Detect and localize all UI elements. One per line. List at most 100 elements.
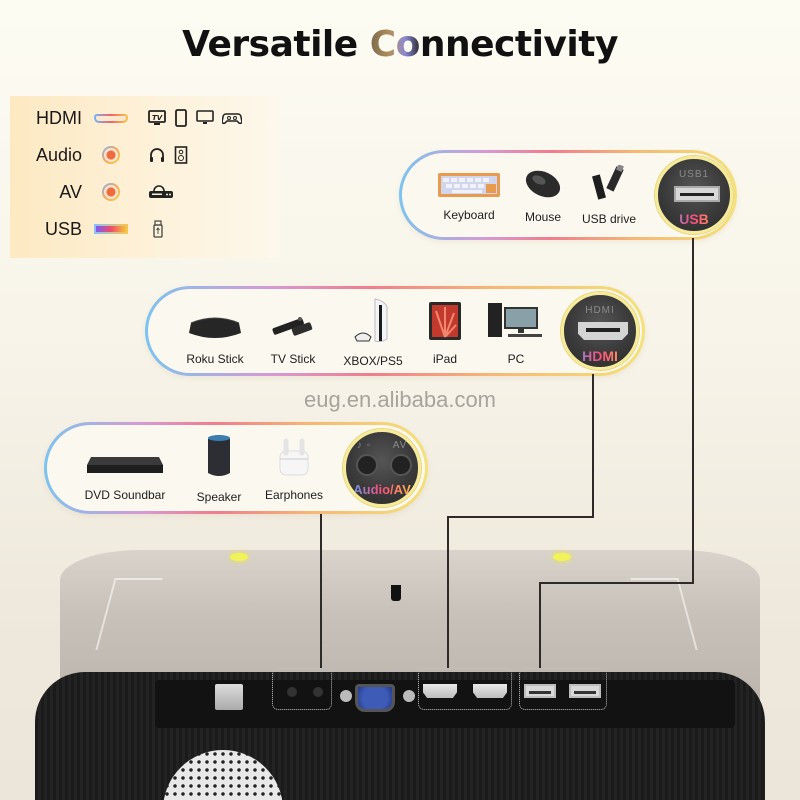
hdmi-port-2[interactable] [473,684,507,698]
usb-port-icon [90,224,132,234]
connector-usb-down [539,582,541,668]
title-prefix: Versatile [182,24,370,65]
port-caption-av: AV [392,440,408,451]
connector-hdmi-vertical [592,374,594,517]
audio-port[interactable] [287,687,297,697]
legend-row-av: AV [10,180,174,204]
tablet-icon [175,109,187,127]
projector-logo-icon [391,585,401,601]
device-keyboard: Keyboard [434,173,504,222]
console-icon [354,298,388,343]
device-label: iPad [432,352,458,366]
keyboard-icon [438,173,500,197]
page-title: Versatile Connectivity [0,24,800,65]
title-accent: Co [369,24,421,65]
port-label: USB [658,211,730,227]
legend-row-audio: Audio [10,143,188,167]
legend-row-usb: USB [10,217,164,241]
roku-box-icon [189,317,241,338]
speaker-icon [174,146,188,164]
indicator-light [553,553,571,561]
vga-port[interactable] [355,684,395,712]
device-label: USB drive [581,212,637,226]
usb-drive-icon [153,220,163,238]
pc-icon [488,303,542,337]
av-jack [390,454,412,476]
gamepad-icon [222,113,242,125]
connector-hdmi-down [447,516,449,668]
ethernet-port[interactable] [215,684,243,710]
device-label: Mouse [524,210,562,224]
port-caption-audio: ♪ ◦ [356,440,372,451]
usb-devices-group: Keyboard Mouse USB drive USB1 USB [399,150,737,240]
earbuds-icon [279,438,309,476]
connector-usb-vertical [692,238,694,583]
audio-ports-highlight [272,668,332,710]
usb-socket [674,186,720,202]
legend-label: Audio [35,144,82,165]
device-label: Keyboard [443,208,495,222]
indicator-light [230,553,248,561]
port-caption: HDMI [585,305,615,316]
legend-row-hdmi: HDMI TV [10,106,242,130]
mouse-icon [525,170,561,198]
hdmi-port-closeup: HDMI HDMI [561,292,639,370]
audio-devices-group: DVD Soundbar Speaker Earphones ♪ ◦ AV Au… [44,422,428,514]
headphones-icon [150,148,164,162]
port-caption: USB1 [678,169,710,180]
device-label: TV Stick [270,352,316,366]
usb-port-1[interactable] [524,684,556,698]
usb-port-2[interactable] [569,684,601,698]
tv-stick-icon [272,317,313,336]
set-top-box-icon [149,185,173,198]
connector-usb-horizontal [539,582,694,584]
monitor-icon [196,110,214,124]
hdmi-port-icon [90,114,132,123]
hdmi-devices-group: Roku Stick TV Stick XBOX/PS5 iPad PC HDM… [145,286,645,376]
device-xbox-ps5: XBOX/PS5 [338,297,408,368]
smart-speaker-icon [208,435,230,476]
legend-label: AV [59,181,82,202]
device-usb-drive: USB drive [574,164,644,226]
usb-port-closeup: USB1 USB [655,156,733,234]
device-roku-stick: Roku Stick [180,315,250,366]
device-label: XBOX/PS5 [343,354,403,368]
device-label: Earphones [264,488,324,502]
hdmi-socket [578,322,628,340]
av-jack-icon [90,183,132,201]
vga-screw [340,690,352,702]
vga-screw [403,690,415,702]
legend-label: USB [44,218,82,239]
port-legend: HDMI TV Audio AV USB [10,96,280,258]
device-mouse: Mouse [515,169,571,224]
usb-ports-highlight [519,668,607,710]
device-earphones: Earphones [257,437,331,502]
port-label: Audio/AV [346,482,418,497]
device-label: Speaker [196,490,242,504]
audio-av-port-closeup: ♪ ◦ AV Audio/AV [343,429,421,507]
audio-jack [356,454,378,476]
device-tv-stick: TV Stick [263,309,323,366]
device-dvd-soundbar: DVD Soundbar [75,451,175,502]
device-ipad: iPad [418,301,472,366]
av-port[interactable] [313,687,323,697]
ipad-icon [429,302,461,340]
audio-jack-icon [90,146,132,164]
device-label: PC [507,352,525,366]
device-label: Roku Stick [186,352,244,366]
title-suffix: nnectivity [419,24,619,65]
hdmi-port-1[interactable] [423,684,457,698]
usb-drive-icon [592,164,624,200]
connector-audio [320,514,322,668]
tv-icon: TV [148,110,166,125]
svg-text:TV: TV [152,114,163,122]
port-label: HDMI [564,348,636,364]
watermark: eug.en.alibaba.com [303,387,497,412]
legend-label: HDMI [36,107,82,128]
dvd-player-icon [87,457,163,473]
device-pc: PC [481,301,551,366]
hdmi-ports-highlight [418,668,512,710]
device-speaker: Speaker [187,433,251,504]
device-label: DVD Soundbar [84,488,166,502]
connector-hdmi-horizontal [447,516,594,518]
